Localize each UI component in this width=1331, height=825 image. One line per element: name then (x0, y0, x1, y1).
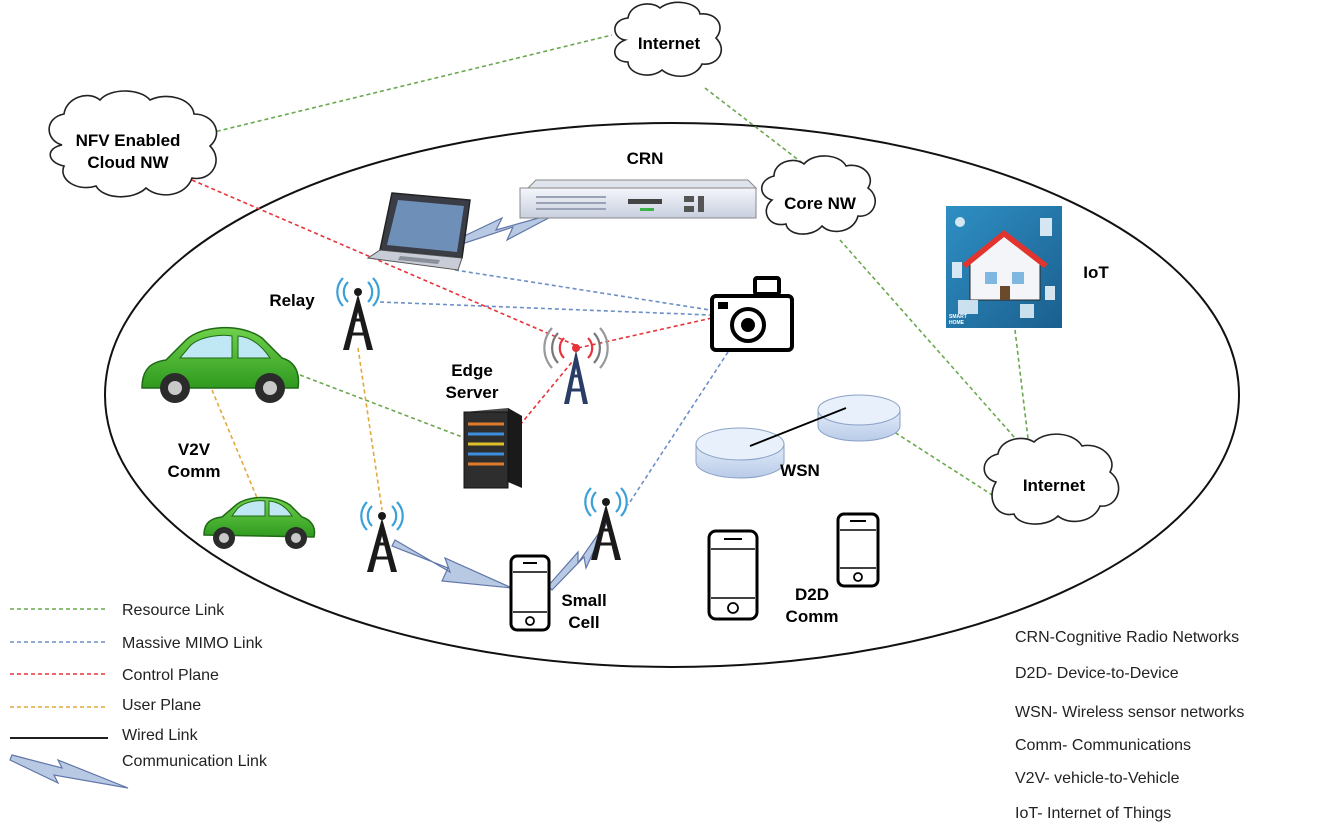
legend-item-mimo-link: Massive MIMO Link (10, 635, 263, 652)
sensor-disk-icon (817, 394, 901, 442)
control-plane-link (191, 179, 576, 346)
legend-item-wired-link: Wired Link (10, 727, 199, 744)
abbreviations: CRN-Cognitive Radio Networks D2D- Device… (1015, 629, 1244, 822)
legend-swatch (9, 754, 129, 789)
edge-server-label-line2: Server (446, 383, 499, 402)
laptop-icon (366, 192, 471, 271)
d2d-label-line2: Comm (786, 607, 839, 626)
small-cell-label-line1: Small (561, 591, 606, 610)
mimo-link (454, 269, 711, 311)
edge-server-label-line1: Edge (451, 361, 493, 380)
sensor-disk-icon (695, 427, 785, 479)
small-cell-label-line2: Cell (568, 613, 599, 632)
legend-label: Resource Link (122, 602, 225, 619)
tower-icon (543, 327, 609, 404)
small-cell-tower (584, 487, 628, 560)
v2v-label: V2V Comm (168, 440, 221, 481)
d2d-label-line1: D2D (795, 585, 829, 604)
abbreviation: Comm- Communications (1015, 737, 1191, 754)
resource-link (299, 374, 471, 441)
legend: Resource Link Massive MIMO Link Control … (9, 602, 268, 789)
tower-icon (336, 277, 380, 350)
control-plane-link (519, 361, 573, 426)
edge-server: Edge Server (446, 361, 522, 489)
legend-item-user-plane: User Plane (10, 697, 201, 714)
core-nw-cloud: Core NW (760, 155, 877, 235)
control-tower (543, 327, 609, 404)
crn-server: CRN (519, 149, 758, 219)
internet-right-label: Internet (1023, 476, 1086, 495)
core-nw-label: Core NW (784, 194, 857, 213)
car-icon (203, 496, 316, 549)
internet-right-cloud: Internet (983, 433, 1120, 525)
internet-top-label: Internet (638, 34, 701, 53)
legend-item-resource-link: Resource Link (10, 602, 225, 619)
iot-label: IoT (1083, 263, 1109, 282)
resource-link (839, 239, 1031, 456)
d2d-devices: D2D Comm (690, 512, 922, 626)
camera (710, 276, 794, 352)
cloud-icon (614, 1, 722, 77)
nfv-cloud: NFV Enabled Cloud NW (48, 90, 218, 198)
car-icon (141, 327, 300, 403)
legend-label: Massive MIMO Link (122, 635, 263, 652)
tower-icon (360, 501, 404, 572)
abbreviation: V2V- vehicle-to-Vehicle (1015, 770, 1180, 787)
smartphone-icon (707, 529, 759, 621)
car-small (203, 496, 316, 549)
smartphone-icon (836, 512, 880, 588)
user-plane-link (357, 347, 383, 511)
relay-label: Relay (269, 291, 315, 310)
abbreviation: WSN- Wireless sensor networks (1015, 704, 1244, 721)
wired-link (749, 407, 847, 447)
legend-label: Wired Link (122, 727, 199, 744)
iot-device: SMART HOME IoT (946, 206, 1109, 328)
legend-item-control-plane: Control Plane (10, 667, 219, 684)
legend-item-communication-link: Communication Link (9, 753, 268, 789)
network-boundary-ellipse (104, 122, 1240, 668)
wsn-nodes: WSN (695, 394, 901, 480)
user-plane-link (211, 389, 261, 506)
mimo-link (379, 301, 711, 316)
legend-label: User Plane (122, 697, 201, 714)
smart-home-icon: SMART HOME (946, 206, 1062, 328)
user-tower (360, 501, 404, 572)
wsn-label: WSN (780, 461, 820, 480)
resource-link (209, 34, 613, 134)
internet-top-cloud: Internet (614, 1, 722, 77)
car-large (141, 327, 300, 403)
nfv-cloud-label-line1: NFV Enabled (76, 131, 181, 150)
control-plane-link (577, 317, 713, 349)
communication-link (459, 211, 561, 245)
camera-icon (710, 276, 794, 352)
crn-label: CRN (627, 149, 664, 168)
legend-label: Communication Link (122, 753, 268, 770)
v2v-label-line2: Comm (168, 462, 221, 481)
cloud-icon (48, 90, 218, 198)
small-cell-phone: Small Cell (509, 554, 607, 632)
smartphone-icon (509, 554, 551, 632)
relay-tower: Relay (269, 277, 380, 350)
abbreviation: IoT- Internet of Things (1015, 805, 1171, 822)
tower-icon (584, 487, 628, 560)
cloud-icon (760, 155, 877, 235)
iot-image-caption: HOME (949, 320, 965, 326)
communication-link (391, 539, 513, 589)
edge-server-icon (463, 408, 522, 489)
abbreviation: CRN-Cognitive Radio Networks (1015, 629, 1239, 646)
v2v-label-line1: V2V (178, 440, 211, 459)
laptop (366, 192, 471, 271)
iot-image-caption: SMART (949, 314, 967, 320)
mimo-link (627, 351, 729, 506)
rack-server-icon (519, 179, 758, 219)
legend-label: Control Plane (122, 667, 219, 684)
abbreviation: D2D- Device-to-Device (1015, 665, 1179, 682)
resource-link (1014, 329, 1031, 456)
resource-link (704, 87, 806, 166)
cloud-icon (983, 433, 1120, 525)
nfv-cloud-label-line2: Cloud NW (87, 153, 169, 172)
